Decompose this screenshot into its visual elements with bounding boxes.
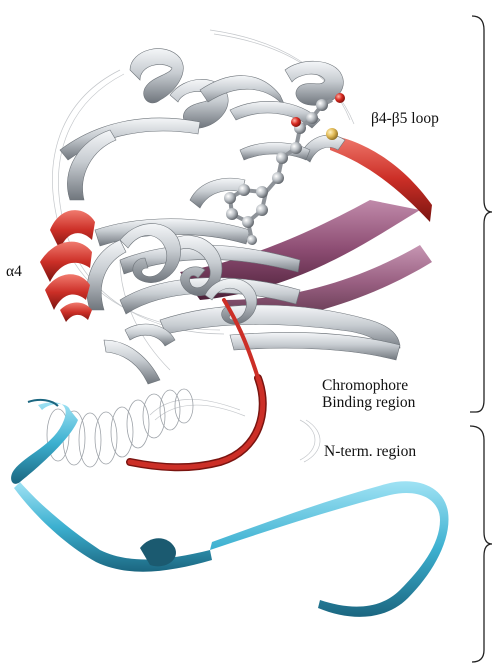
beta4-beta5-loop-label: β4-β5 loop bbox=[371, 110, 439, 127]
n-term-region-label: N-term. region bbox=[324, 443, 416, 460]
chromophore-atom bbox=[226, 208, 238, 220]
chromophore-atom bbox=[306, 112, 318, 124]
brace-nterm bbox=[470, 426, 492, 662]
oxygen-atom bbox=[335, 93, 345, 103]
sulfur-atom bbox=[326, 128, 338, 140]
oxygen-atom bbox=[291, 117, 301, 127]
chromophore-atom bbox=[256, 186, 268, 198]
chromophore-atom bbox=[272, 172, 284, 184]
chromophore-atom bbox=[290, 142, 302, 154]
brace-top bbox=[472, 16, 492, 246]
chromophore-atom bbox=[316, 99, 328, 111]
chromophore-atom bbox=[242, 216, 254, 228]
chromophore-binding-region-label: Chromophore Binding region bbox=[322, 377, 415, 411]
chromophore-label-line2: Binding region bbox=[322, 394, 415, 411]
n-term-ribbon-cyan bbox=[11, 400, 448, 617]
chromophore-label-line1: Chromophore bbox=[322, 377, 415, 394]
alpha4-label: α4 bbox=[6, 263, 22, 280]
chromophore-atom bbox=[224, 192, 236, 204]
chromophore-atom bbox=[256, 204, 268, 216]
chromophore-atom bbox=[276, 152, 288, 164]
chromophore-atom bbox=[238, 184, 250, 196]
brace-chromophore bbox=[470, 246, 484, 412]
alpha4-helix-red bbox=[40, 210, 95, 322]
chromophore-atom bbox=[247, 235, 257, 245]
region-braces bbox=[470, 16, 492, 662]
